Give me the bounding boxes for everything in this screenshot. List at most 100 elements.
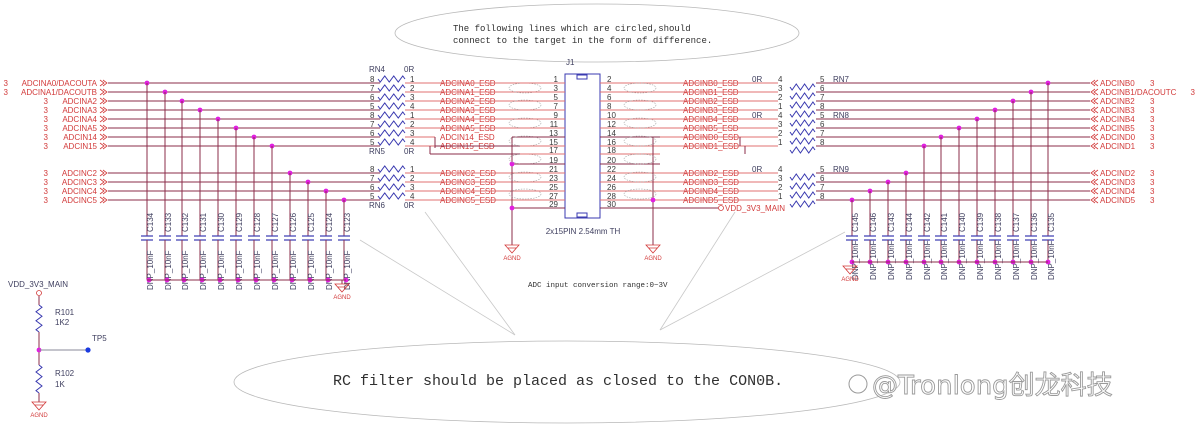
port-chevron-icon: [1090, 133, 1099, 141]
port-sheet-number: 3: [1150, 142, 1155, 151]
differential-pair-marker: [623, 135, 657, 147]
cap-ref-c128: C128: [253, 212, 262, 232]
port-name-adcinb0: ADCINB0: [1100, 79, 1135, 88]
resistor-zigzag-icon: [377, 84, 406, 92]
leader-line: [659, 211, 736, 331]
ground-icon: [842, 265, 858, 275]
port-name-adcind0: ADCIND0: [1100, 133, 1136, 142]
differential-pair-marker: [623, 82, 657, 94]
connector-pin-number: 21: [549, 165, 558, 174]
resistor-zigzag-icon: [789, 200, 816, 208]
port-name-adcinc3: ADCINC3: [62, 178, 98, 187]
port-chevron-icon: [99, 196, 108, 204]
ground-label: AGND: [30, 413, 48, 419]
port-name-adcinc2: ADCINC2: [62, 169, 98, 178]
port-name-adcina5: ADCINA5: [62, 124, 97, 133]
port-sheet-number: 3: [44, 106, 49, 115]
connector-pin-number: 16: [607, 138, 616, 147]
rn-pin-number: 2: [778, 129, 783, 138]
cap-value: DNP_10nF: [887, 240, 896, 280]
connector-pin-number: 22: [607, 165, 616, 174]
rn-pin-number: 2: [778, 183, 783, 192]
rn-pin-number: 8: [370, 111, 375, 120]
connector-pin-number: 6: [607, 93, 612, 102]
power-net-label: VDD_3V3_MAIN: [725, 204, 785, 213]
connector-pin-number: 1: [554, 75, 559, 84]
cap-value: DNP_10nF: [325, 250, 334, 290]
connector-pin-number: 24: [607, 174, 616, 183]
rn-pin-number: 7: [370, 84, 375, 93]
connector-pin-number: 25: [549, 183, 558, 192]
port-chevron-icon: [99, 88, 108, 96]
testpoint-icon: [85, 347, 91, 353]
cap-value: DNP_10nF: [869, 240, 878, 280]
cap-ref-c137: C137: [1012, 212, 1021, 232]
port-chevron-icon: [1090, 115, 1099, 123]
cap-ref-c135: C135: [1047, 212, 1056, 232]
connector-pin-number: 28: [607, 192, 616, 201]
port-name-adcina2: ADCINA2: [62, 97, 97, 106]
cap-ref-c125: C125: [307, 212, 316, 232]
port-chevron-icon: [99, 142, 108, 150]
rn-pin-number: 2: [410, 120, 415, 129]
rn-pin-number: 1: [778, 102, 783, 111]
rn-pin-number: 1: [410, 111, 415, 120]
port-sheet-number: 3: [4, 88, 9, 97]
cap-ref-c140: C140: [958, 212, 967, 232]
port-chevron-icon: [99, 106, 108, 114]
cap-ref-c127: C127: [271, 212, 280, 232]
port-sheet-number: 3: [4, 79, 9, 88]
port-chevron-icon: [1090, 142, 1099, 150]
rn-pin-number: 5: [820, 165, 825, 174]
rn-pin-number: 5: [820, 75, 825, 84]
differential-pair-marker: [623, 171, 657, 183]
junction-dot: [509, 161, 515, 167]
power-port-icon: [718, 205, 724, 211]
connector-pin-number: 23: [549, 174, 558, 183]
leader-line: [659, 231, 846, 331]
resistor-zigzag-icon: [789, 83, 816, 91]
note-top-line1: The following lines which are circled,sh…: [453, 24, 691, 34]
cap-ref-c146: C146: [869, 212, 878, 232]
watermark: @Tronlong创龙科技: [848, 371, 1113, 401]
net-label-esd: ADCIN14_ESD: [440, 133, 495, 142]
rn-pin-number: 8: [820, 192, 825, 201]
connector-pin-number: 12: [607, 120, 616, 129]
rn-pin-number: 6: [820, 84, 825, 93]
port-sheet-number: 3: [44, 133, 49, 142]
connector-pin-number: 13: [549, 129, 558, 138]
connector-ref: J1: [566, 58, 575, 67]
cap-ref-c144: C144: [905, 212, 914, 232]
rn-pin-number: 5: [370, 192, 375, 201]
resistor-zigzag-icon: [377, 174, 406, 182]
cap-value: DNP_10nF: [289, 250, 298, 290]
resistor-zigzag-icon: [789, 128, 816, 136]
note-bottom: RC filter should be placed as closed to …: [333, 373, 783, 390]
port-name-adcina1-dacoutb: ADCINA1/DACOUTB: [21, 88, 97, 97]
port-chevron-icon: [1090, 124, 1099, 132]
cap-ref-c134: C134: [146, 212, 155, 232]
resistor-zigzag-icon: [789, 173, 816, 181]
connector-pin-number: 20: [607, 156, 616, 165]
port-chevron-icon: [1090, 97, 1099, 105]
resistor-zigzag-icon: [789, 146, 816, 154]
divider-supply-label: VDD_3V3_MAIN: [8, 280, 68, 289]
cap-value: DNP_10nF: [940, 240, 949, 280]
rn-pin-number: 1: [778, 192, 783, 201]
port-sheet-number: 3: [1150, 196, 1155, 205]
connector-pin-number: 7: [554, 102, 559, 111]
rn-ref-rn9: RN9: [833, 165, 850, 174]
cap-ref-c130: C130: [217, 212, 226, 232]
cap-ref-c126: C126: [289, 212, 298, 232]
rn-pin-number: 7: [370, 174, 375, 183]
rn-pin-number: 5: [370, 102, 375, 111]
port-chevron-icon: [1090, 196, 1099, 204]
rn-pin-number: 7: [820, 183, 825, 192]
cap-value: DNP_10nF: [217, 250, 226, 290]
port-chevron-icon: [99, 97, 108, 105]
connector-body: [564, 73, 601, 219]
resistor-zigzag-icon: [789, 119, 816, 127]
cap-ref-c123: C123: [343, 212, 352, 232]
